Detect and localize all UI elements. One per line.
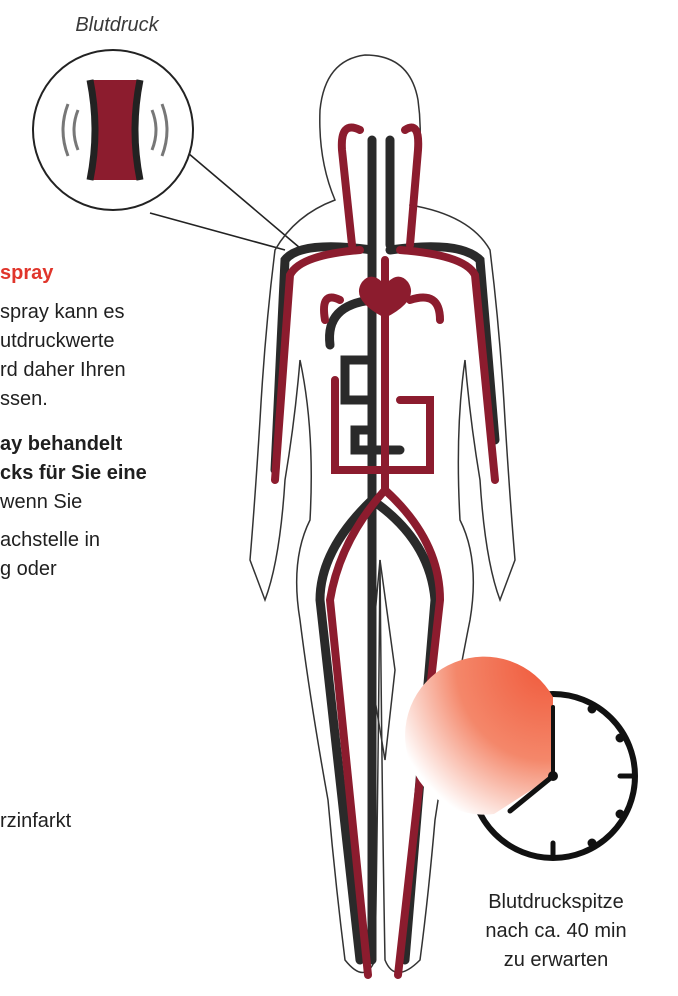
- diagram-title: Blutdruck: [52, 14, 182, 37]
- callout-line-top: [175, 142, 300, 248]
- paragraph-line: achstelle in: [0, 526, 100, 555]
- clock-icon: [405, 657, 635, 858]
- clock-caption-line: zu erwarten: [452, 946, 660, 975]
- clock-caption-line: Blutdruckspitze: [452, 888, 660, 917]
- paragraph-line: wenn Sie: [0, 488, 82, 517]
- paragraph-line: ssen.: [0, 385, 48, 414]
- paragraph-line: utdruckwerte: [0, 327, 115, 356]
- bold-line: cks für Sie eine: [0, 459, 147, 488]
- body-silhouette: [250, 55, 515, 973]
- bold-line: ay behandelt: [0, 430, 122, 459]
- paragraph-line: g oder: [0, 555, 57, 584]
- paragraph-line: rd daher Ihren: [0, 356, 126, 385]
- clock-caption: Blutdruckspitze nach ca. 40 min zu erwar…: [452, 888, 660, 975]
- section-heading: spray: [0, 262, 53, 285]
- clock-caption-line: nach ca. 40 min: [452, 917, 660, 946]
- paragraph-line: rzinfarkt: [0, 807, 71, 836]
- paragraph-line: spray kann es: [0, 298, 125, 327]
